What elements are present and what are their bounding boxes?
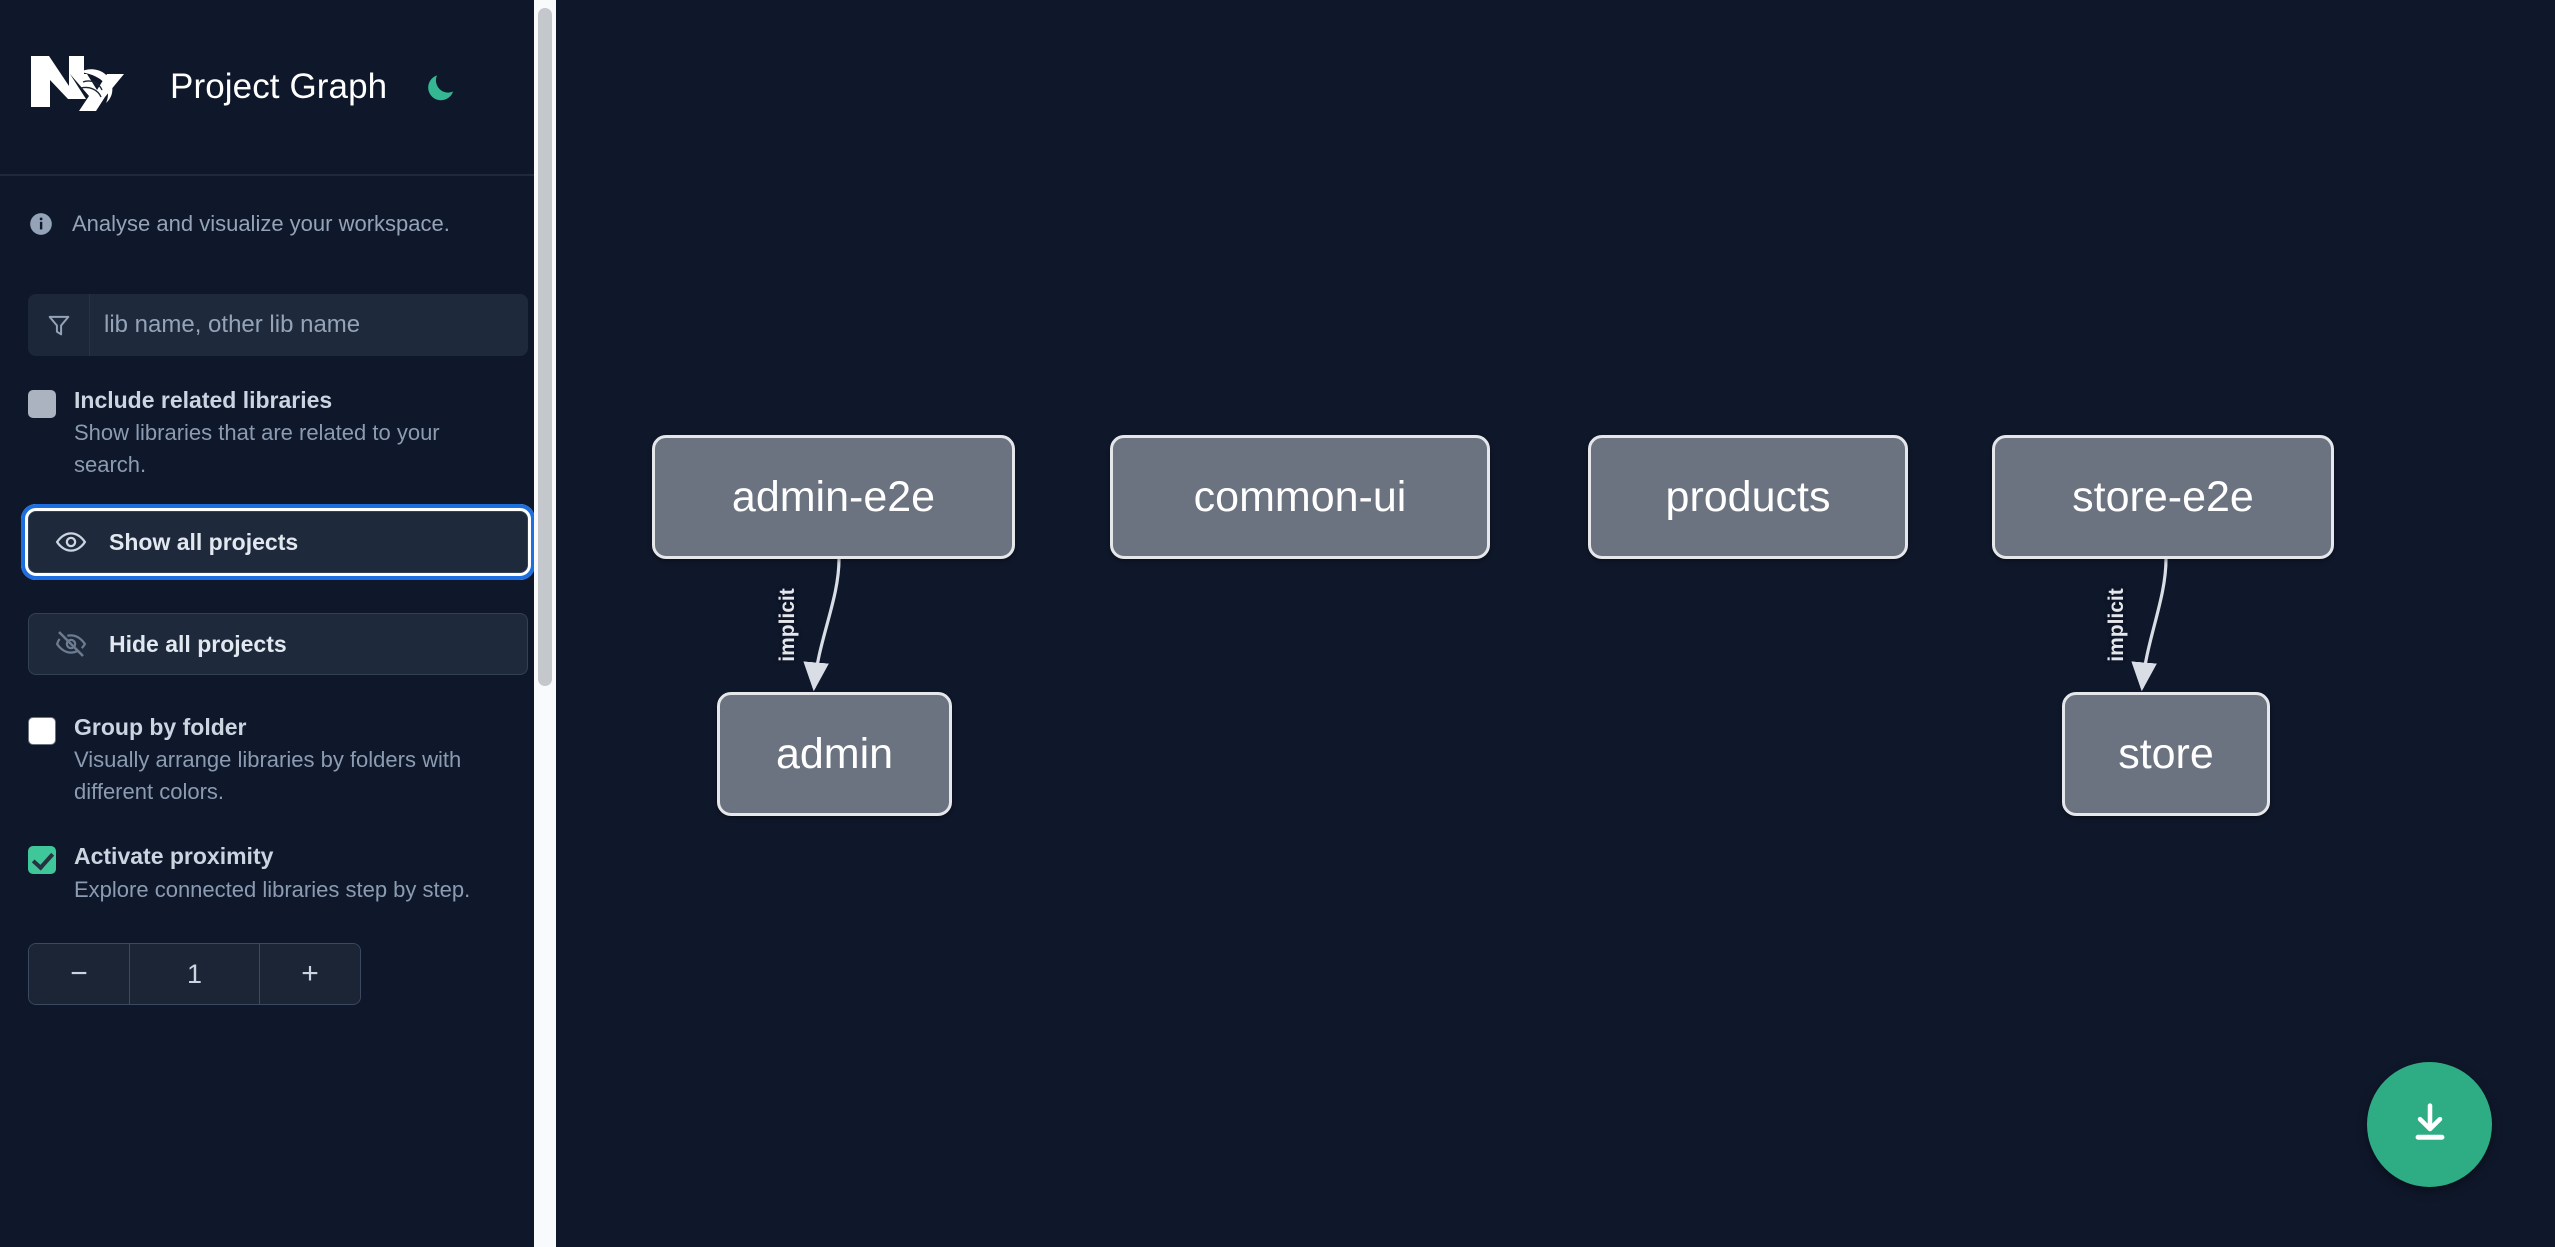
option-label: Activate proximity — [74, 843, 274, 870]
option-group-by-folder[interactable]: Group by folder Visually arrange librari… — [0, 711, 556, 808]
graph-node-products[interactable]: products — [1588, 435, 1908, 559]
stepper-decrement-button[interactable]: − — [29, 944, 129, 1005]
graph-node-store[interactable]: store — [2062, 692, 2270, 816]
option-include-related-libraries[interactable]: Include related libraries Show libraries… — [0, 384, 556, 481]
option-description: Show libraries that are related to your … — [74, 420, 440, 478]
filter-field[interactable] — [28, 294, 528, 356]
graph-node-common-ui[interactable]: common-ui — [1110, 435, 1490, 559]
graph-node-admin[interactable]: admin — [717, 692, 952, 816]
page-title: Project Graph — [170, 67, 388, 106]
stepper-increment-button[interactable]: + — [260, 944, 360, 1005]
eye-slash-icon — [55, 628, 87, 660]
sidebar-scrollbar[interactable] — [534, 0, 556, 1247]
checkbox-include-related-libraries[interactable] — [28, 390, 56, 418]
show-all-projects-label: Show all projects — [109, 528, 299, 555]
download-button[interactable] — [2367, 1062, 2492, 1187]
option-description: Explore connected libraries step by step… — [74, 876, 471, 902]
stepper-value: 1 — [129, 944, 260, 1005]
graph-node-store-e2e[interactable]: store-e2e — [1992, 435, 2334, 559]
eye-icon — [55, 526, 87, 558]
checkbox-group-by-folder[interactable] — [28, 717, 56, 746]
option-label: Group by folder — [74, 714, 247, 741]
edge-label-admin-e2e-to-admin: implicit — [775, 588, 799, 662]
sidebar-tagline: Analyse and visualize your workspace. — [0, 176, 556, 272]
nx-logo-icon — [28, 52, 126, 122]
funnel-icon — [28, 294, 90, 356]
tagline-text: Analyse and visualize your workspace. — [72, 211, 450, 236]
graph-canvas[interactable]: admin-e2e common-ui products store-e2e admin… — [556, 0, 2555, 1247]
option-label: Include related libraries — [74, 387, 333, 413]
project-visibility-buttons: Show all projects Hide all projects — [0, 504, 556, 676]
show-all-projects-button[interactable]: Show all projects — [21, 504, 535, 581]
sidebar-header: Project Graph — [0, 0, 556, 176]
checkbox-activate-proximity[interactable] — [28, 846, 56, 875]
search-input[interactable] — [90, 294, 528, 356]
download-icon — [2404, 1097, 2456, 1152]
info-circle-icon — [28, 211, 54, 237]
proximity-stepper-wrap: − 1 + — [0, 943, 556, 1006]
sidebar: Project Graph Analyse and visualize your… — [0, 0, 556, 1247]
edge-label-store-e2e-to-store: implicit — [2104, 588, 2128, 662]
hide-all-projects-label: Hide all projects — [109, 630, 287, 657]
option-description: Visually arrange libraries by folders wi… — [74, 747, 462, 805]
graph-node-admin-e2e[interactable]: admin-e2e — [652, 435, 1015, 559]
quantity-stepper: − 1 + — [28, 943, 361, 1006]
moon-icon[interactable] — [421, 67, 461, 107]
hide-all-projects-button[interactable]: Hide all projects — [28, 613, 528, 676]
graph-edges — [803, 558, 2168, 692]
option-activate-proximity[interactable]: Activate proximity Explore connected lib… — [0, 840, 556, 905]
sidebar-scrollbar-thumb[interactable] — [538, 8, 552, 686]
